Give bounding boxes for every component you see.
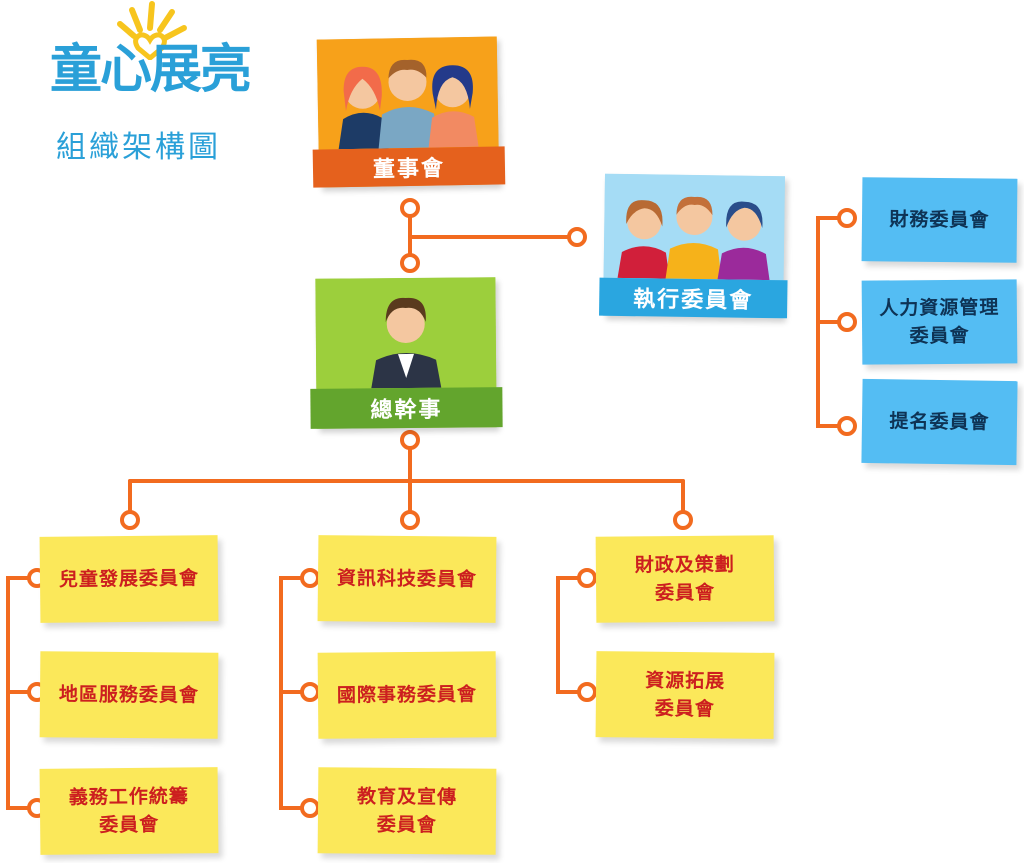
- executive-card: 執行委員會: [599, 173, 788, 319]
- sun-icon: [117, 1, 187, 60]
- logo-title: 童心展亮: [50, 40, 252, 100]
- committee-child-development: 兒童發展委員會: [39, 535, 219, 623]
- board-label: 董事會: [312, 146, 506, 188]
- exec-committee-finance: 財務委員會: [861, 177, 1018, 263]
- executive-members-icon: [603, 173, 785, 281]
- committee-education-promotion: 教育及宣傳 委員會: [317, 767, 497, 855]
- committee-district-services: 地區服務委員會: [39, 651, 219, 739]
- secretary-card: 總幹事: [310, 277, 503, 429]
- board-card: 董事會: [312, 36, 506, 188]
- committee-international-affairs: 國際事務委員會: [317, 651, 497, 739]
- board-members-icon: [316, 36, 499, 150]
- exec-committee-nomination: 提名委員會: [861, 378, 1018, 466]
- committee-finance-planning: 財政及策劃 委員會: [595, 535, 775, 623]
- secretary-label: 總幹事: [310, 387, 503, 429]
- committee-resource-development: 資源拓展 委員會: [595, 651, 775, 739]
- committee-it: 資訊科技委員會: [317, 535, 497, 623]
- executive-label: 執行委員會: [599, 277, 788, 319]
- committee-volunteer-coordination: 義務工作統籌 委員會: [39, 767, 219, 855]
- secretary-person-icon: [315, 277, 497, 389]
- chart-subtitle: 組織架構圖: [56, 130, 221, 165]
- exec-committee-hr: 人力資源管理 委員會: [861, 279, 1018, 365]
